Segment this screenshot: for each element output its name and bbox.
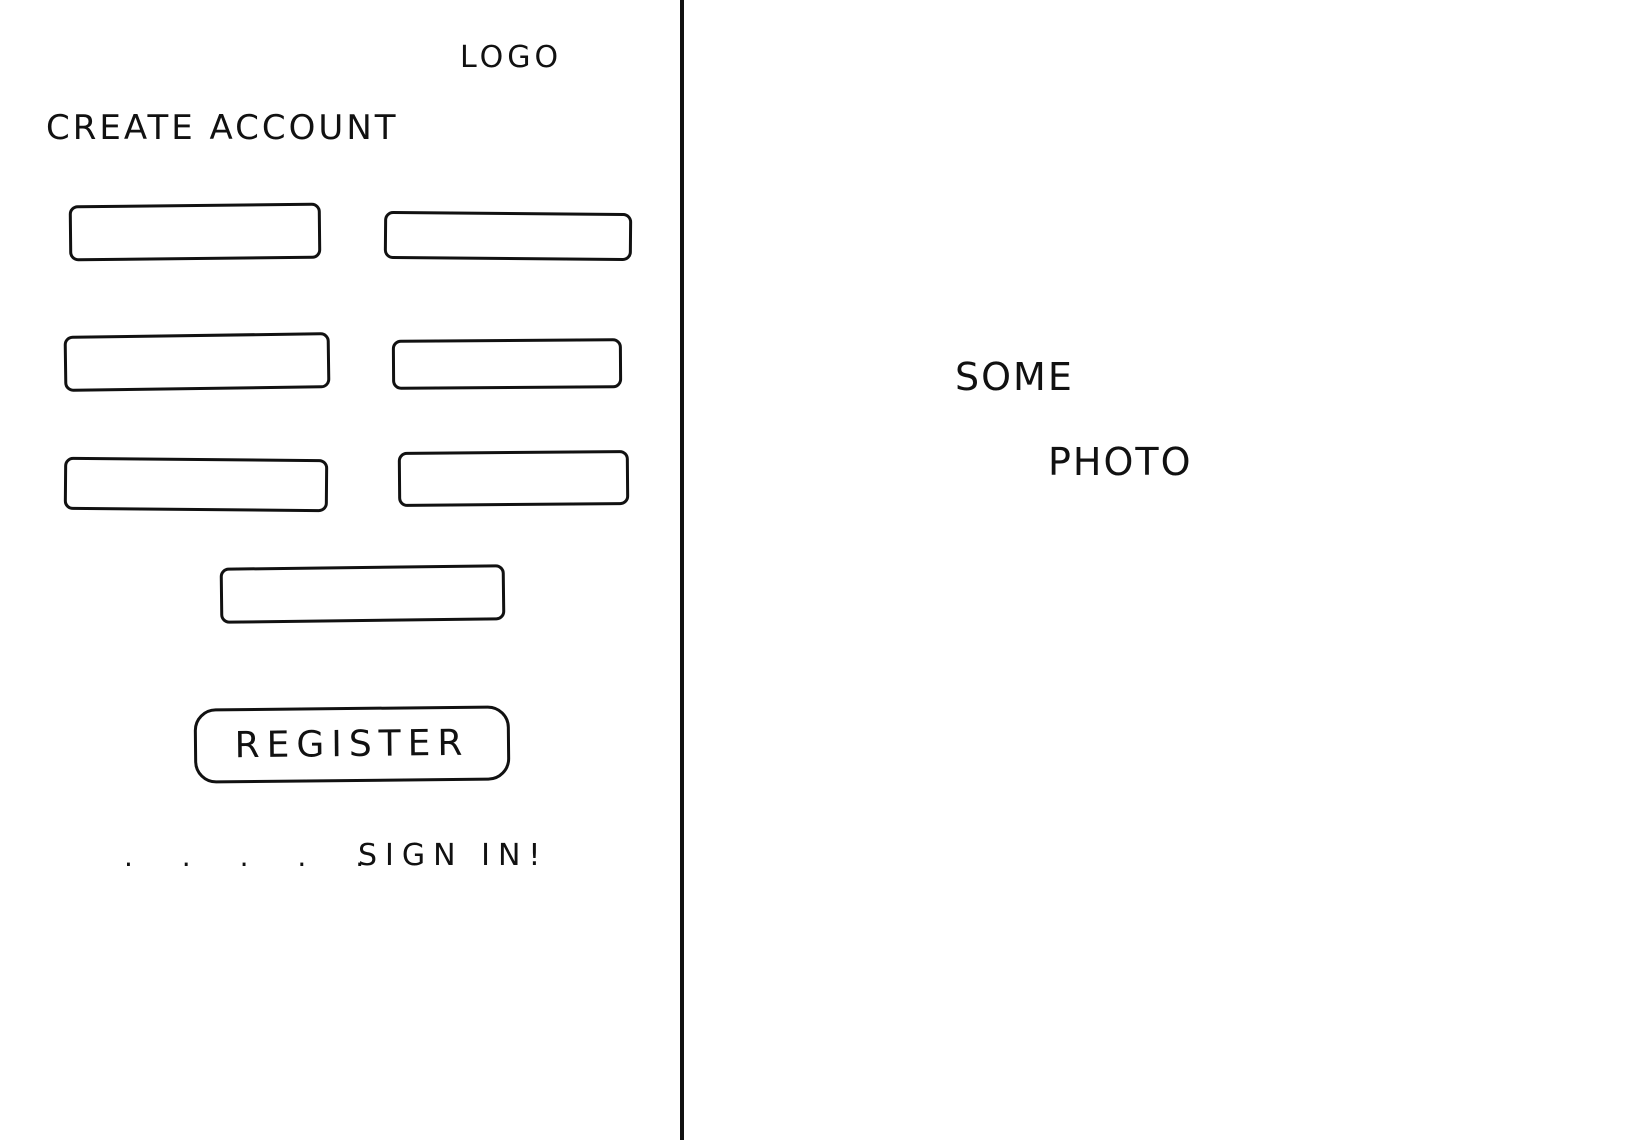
- form-field-2[interactable]: [383, 210, 633, 262]
- form-field-4[interactable]: [391, 338, 623, 390]
- panel-divider: [680, 0, 684, 1140]
- sign-in-link[interactable]: SIGN IN!: [358, 838, 549, 873]
- form-field-1[interactable]: [68, 202, 322, 262]
- form-field-3[interactable]: [63, 332, 331, 392]
- register-button[interactable]: REGISTER: [193, 705, 511, 784]
- photo-placeholder-line-2: PHOTO: [1048, 440, 1193, 484]
- photo-placeholder-line-1: SOME: [955, 355, 1074, 399]
- form-field-7[interactable]: [219, 564, 506, 624]
- sign-in-leader-dots: . . . . .: [124, 840, 385, 873]
- form-field-6[interactable]: [397, 449, 630, 508]
- form-field-5[interactable]: [63, 456, 329, 513]
- page-title: CREATE ACCOUNT: [46, 108, 399, 148]
- logo: LOGO: [460, 40, 563, 75]
